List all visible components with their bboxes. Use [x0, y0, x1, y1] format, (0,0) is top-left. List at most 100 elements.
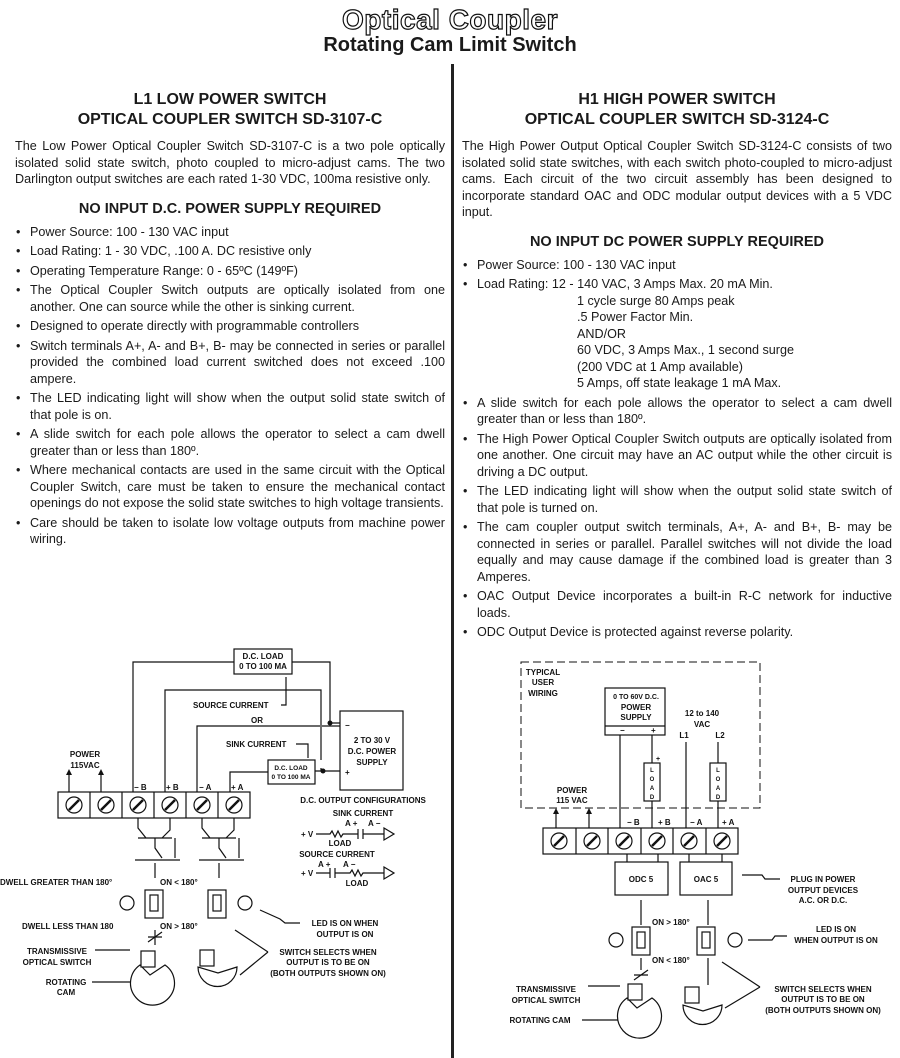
darlington-transistors [135, 818, 244, 878]
optical-switch-label: OPTICAL SWITCH [512, 996, 581, 1005]
switch-knob [149, 894, 159, 912]
heading-line: OPTICAL COUPLER SWITCH SD-3124-C [524, 111, 830, 128]
or-label: OR [251, 716, 263, 725]
heading-line: OPTICAL COUPLER SWITCH SD-3107-C [77, 111, 383, 128]
list-item: Switch terminals A+, A- and B+, B- may b… [15, 338, 445, 388]
terminal-a-minus: A − [343, 860, 356, 869]
switch-knob [636, 931, 646, 949]
list-item: The LED indicating light will show when … [15, 390, 445, 423]
terminal-a-plus: A + [318, 860, 331, 869]
terminal-label: − B [627, 818, 640, 827]
source-config-label: SOURCE CURRENT [299, 850, 375, 859]
load-plus: + [656, 756, 660, 763]
dwell-less-label: DWELL LESS THAN 180 [22, 922, 114, 931]
power-label: 115 VAC [556, 796, 588, 805]
ps-label: D.C. POWER [348, 747, 397, 756]
list-item: Care should be taken to isolate low volt… [15, 515, 445, 548]
led-note: LED IS ON WHEN [312, 919, 379, 928]
config-title: D.C. OUTPUT CONFIGURATIONS [300, 796, 426, 805]
pointer-line [92, 949, 135, 983]
terminal-block [57, 791, 251, 819]
load-box-a: L O A D [709, 762, 727, 802]
ps-minus: − [620, 726, 625, 735]
load-subline: 5 Amps, off state leakage 1 mA Max. [577, 376, 782, 390]
plug-in-note: A.C. OR D.C. [799, 896, 847, 905]
power-supply-box [604, 687, 666, 736]
terminal-a-minus: A − [368, 819, 381, 828]
switch-selects-note: (BOTH OUTPUTS SHOWN ON) [765, 1006, 881, 1015]
terminal-label: + A [231, 783, 244, 792]
svg-text:D: D [716, 795, 721, 801]
list-item: A slide switch for each pole allows the … [15, 426, 445, 459]
plug-in-note: PLUG IN POWER [791, 875, 856, 884]
odc-label: ODC 5 [629, 875, 654, 884]
svg-text:L: L [716, 768, 720, 774]
left-bullets: Power Source: 100 - 130 VAC input Load R… [15, 224, 445, 548]
list-item: Load Rating: 1 - 30 VDC, .100 A. DC resi… [15, 243, 445, 260]
cam-left-icon [129, 950, 176, 1006]
sink-current-label: SINK CURRENT [226, 740, 287, 749]
load-subline: AND/OR [577, 326, 626, 341]
blocked-beam-icon [147, 930, 163, 945]
list-item: The High Power Optical Coupler Switch ou… [462, 431, 892, 481]
switch-knob [701, 931, 711, 949]
ps-label: SUPPLY [356, 758, 388, 767]
typical-label: USER [532, 678, 554, 687]
svg-text:O: O [650, 777, 655, 783]
led-note: OUTPUT IS ON [317, 930, 374, 939]
dc-load-small-range: 0 TO 100 MA [272, 774, 311, 781]
list-item: A slide switch for each pole allows the … [462, 395, 892, 428]
power-label: POWER [557, 786, 587, 795]
list-item: Where mechanical contacts are used in th… [15, 462, 445, 512]
list-item: The Optical Coupler Switch outputs are o… [15, 282, 445, 315]
odc-module [614, 861, 669, 896]
pointer-line [748, 935, 787, 941]
junction-dot [320, 768, 326, 774]
led-icon [237, 895, 253, 911]
wires [132, 661, 340, 792]
left-subheading: NO INPUT D.C. POWER SUPPLY REQUIRED [78, 200, 382, 217]
oac-module [679, 861, 733, 896]
terminal-a-plus: A + [345, 819, 358, 828]
plus-v-label: + V [301, 830, 314, 839]
dc-load-small-label: D.C. LOAD [274, 765, 308, 772]
switch-knob [212, 894, 222, 912]
ps-minus: − [345, 721, 350, 730]
list-item: Operating Temperature Range: 0 - 65ºC (1… [15, 263, 445, 280]
sink-config-label: SINK CURRENT [333, 809, 394, 818]
wires [619, 735, 719, 828]
pointer-line [234, 929, 269, 976]
switch-selects-note: OUTPUT IS TO BE ON [286, 958, 370, 967]
pointer-line [721, 961, 761, 1009]
dc-load-box [233, 648, 293, 675]
oac-label: OAC 5 [694, 875, 719, 884]
source-current-label: SOURCE CURRENT [193, 701, 269, 710]
right-bullets: Power Source: 100 - 130 VAC input Load R… [462, 257, 892, 641]
load-subline: 1 cycle surge 80 Amps peak [577, 293, 735, 308]
terminal-label: − B [134, 783, 147, 792]
svg-text:A: A [716, 786, 721, 792]
svg-text:D: D [650, 795, 655, 801]
power-label: 115VAC [70, 761, 99, 770]
cam-left-icon [616, 983, 663, 1039]
ps-label: POWER [621, 703, 651, 712]
column-divider [451, 64, 454, 1058]
optical-switch-label: TRANSMISSIVE [516, 985, 577, 994]
rotating-cam-label: ROTATING CAM [509, 1016, 570, 1025]
right-subheading: NO INPUT DC POWER SUPPLY REQUIRED [529, 233, 825, 250]
load-subline: .5 Power Factor Min. [577, 310, 694, 324]
terminal-label: + B [658, 818, 671, 827]
dc-load-label: D.C. LOAD [243, 652, 284, 661]
terminal-block [542, 827, 739, 855]
switch-selects-note: (BOTH OUTPUTS SHOWN ON) [270, 969, 386, 978]
list-item: Load Rating: 12 - 140 VAC, 3 Amps Max. 2… [462, 276, 892, 392]
typical-label: TYPICAL [526, 668, 560, 677]
svg-text:O: O [716, 777, 721, 783]
arrow-icon [553, 808, 592, 814]
terminal-label: − A [690, 818, 703, 827]
power-supply-box [339, 710, 404, 791]
list-item: ODC Output Device is protected against r… [462, 624, 892, 641]
